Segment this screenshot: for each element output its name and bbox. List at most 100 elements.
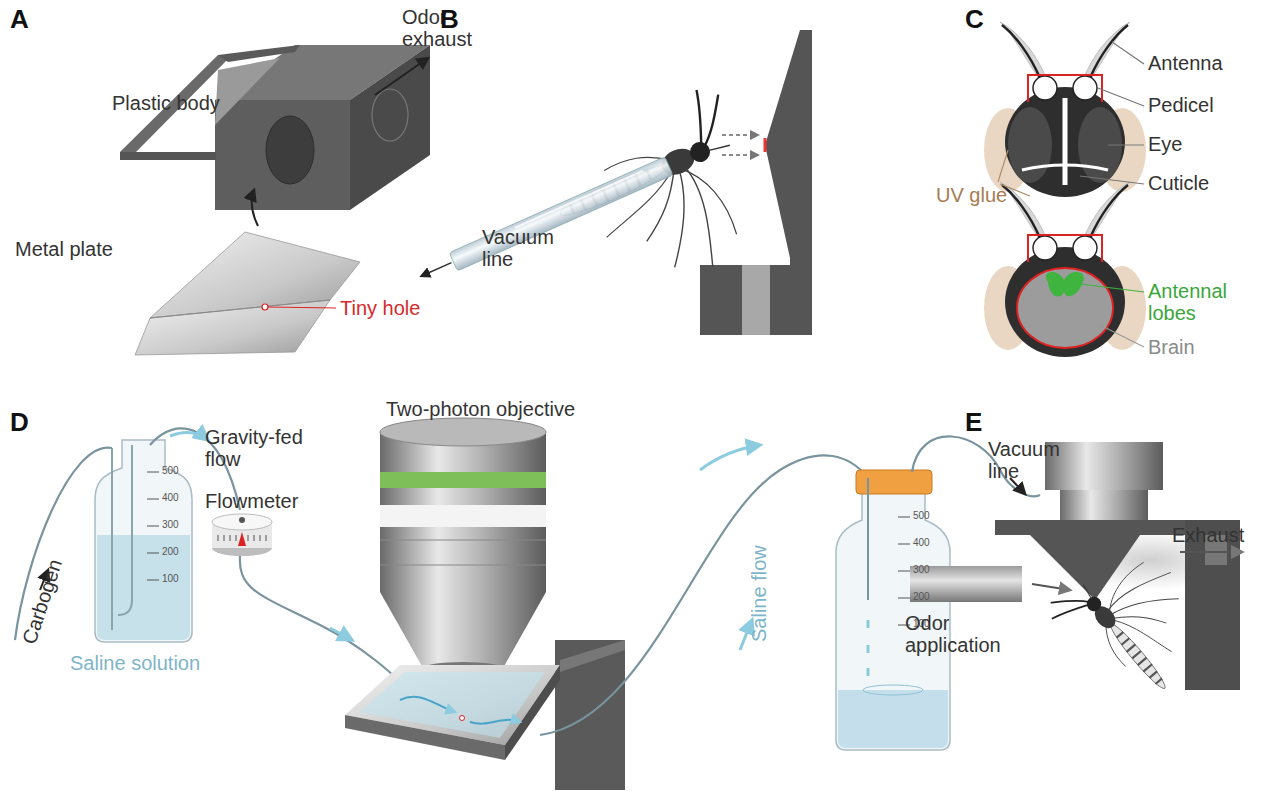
recording-chamber-part xyxy=(470,720,520,724)
part-label: Tiny hole xyxy=(340,297,420,319)
mosquito-with-tube-part xyxy=(421,263,451,276)
mosquito-with-tube-part xyxy=(449,157,673,271)
head-top-view-part xyxy=(1028,75,1102,102)
leader-lines-part xyxy=(1098,88,1144,106)
mount-profile-part xyxy=(764,138,767,152)
part-label: Antennal lobes xyxy=(1148,280,1238,325)
part-label: Brain xyxy=(1148,336,1195,358)
head-opened-view-part xyxy=(1090,185,1128,238)
metal-plate-part xyxy=(268,307,336,308)
leader-lines-part xyxy=(998,150,1008,182)
holder-body-part xyxy=(350,45,430,210)
head-top-view-part xyxy=(1022,165,1108,170)
part-label: Vacuum line xyxy=(988,438,1060,483)
imaging-setup-side-part xyxy=(1030,535,1140,600)
waste-bottle xyxy=(700,436,1040,750)
waste-bottle-part xyxy=(898,517,910,625)
scale-mark: 400 xyxy=(162,492,179,503)
part-label: Antenna xyxy=(1148,52,1223,74)
scale-mark: 400 xyxy=(913,537,930,548)
mosquito-with-tube xyxy=(398,83,782,377)
part-label: Cuticle xyxy=(1148,172,1209,194)
scale-mark: 200 xyxy=(913,591,930,602)
mount-profile-part xyxy=(742,265,770,335)
leader-lines-part xyxy=(1080,176,1144,184)
metal-plate-part xyxy=(135,300,330,355)
head-opened-view-part xyxy=(1073,236,1097,260)
holder-body-part xyxy=(215,100,350,210)
part-label: Odor application xyxy=(905,612,1017,657)
imaging-setup-side-part xyxy=(1180,551,1242,553)
imaging-setup-side-part xyxy=(1045,442,1163,490)
metal-plate-part xyxy=(262,304,268,310)
waste-bottle-part xyxy=(867,478,869,600)
panel-letter: A xyxy=(10,5,29,34)
leader-lines-part xyxy=(1108,144,1144,145)
head-top-view-part xyxy=(1090,25,1128,78)
part-label: Metal plate xyxy=(15,238,113,260)
holder-body-part xyxy=(375,58,428,95)
recording-chamber-part xyxy=(360,672,545,738)
saline-reservoir-part xyxy=(97,535,190,640)
saline-reservoir-part xyxy=(118,445,132,615)
head-top-view-part xyxy=(1008,107,1052,183)
metal-plate xyxy=(135,190,360,355)
two-photon-objective-part xyxy=(380,505,546,527)
waste-bottle-part xyxy=(700,445,760,470)
two-photon-objective-part xyxy=(380,592,546,668)
head-opened-view-part xyxy=(1017,268,1113,348)
holder-body-part xyxy=(120,152,216,160)
head-opened-view-part xyxy=(1033,236,1057,260)
holder-body-part xyxy=(215,58,280,125)
mount-profile-part xyxy=(700,30,812,335)
panel-letter: D xyxy=(10,408,29,437)
flowmeter-part xyxy=(330,628,352,640)
approach-arrows-part xyxy=(722,134,758,136)
head-opened-view-part xyxy=(1046,272,1084,297)
metal-plate-part xyxy=(252,190,258,226)
imaging-setup-side-part xyxy=(1060,490,1148,520)
two-photon-objective xyxy=(380,418,546,674)
recording-chamber xyxy=(345,455,868,790)
two-photon-objective-part xyxy=(380,432,546,592)
scale-mark: 500 xyxy=(162,465,179,476)
head-opened-view-part xyxy=(1005,247,1125,357)
part-label: Gravity-fed flow xyxy=(205,426,317,471)
leader-lines-part xyxy=(1080,284,1144,292)
saline-reservoir-part xyxy=(111,448,113,630)
imaging-setup-side-part xyxy=(1043,531,1225,715)
holder-body-part xyxy=(372,89,408,141)
imaging-setup-side xyxy=(910,442,1242,715)
flowmeter-part xyxy=(238,532,246,546)
metal-plate-part xyxy=(150,232,360,318)
part-label: Vacuum line xyxy=(482,226,554,271)
holder-body-part xyxy=(266,116,314,184)
part-label: Flowmeter xyxy=(205,490,298,512)
saline-reservoir-part xyxy=(170,433,208,440)
part-label: Saline flow xyxy=(748,545,770,642)
holder-body xyxy=(120,45,430,210)
recording-chamber-part xyxy=(540,455,868,735)
head-top-view-part xyxy=(1073,76,1097,100)
scale-mark: 500 xyxy=(913,510,930,521)
part-label: Two-photon objective xyxy=(386,398,575,420)
leader-lines xyxy=(998,42,1144,347)
imaging-setup-side-part-part xyxy=(1043,531,1225,715)
waste-bottle-part xyxy=(863,685,923,695)
metal-plate-part xyxy=(150,300,330,318)
panel-letter: B xyxy=(440,5,459,34)
part-label: Saline solution xyxy=(70,652,200,674)
scale-mark: 200 xyxy=(162,546,179,557)
scale-mark: 300 xyxy=(162,519,179,530)
head-top-view-part xyxy=(1063,98,1068,185)
head-opened-view xyxy=(984,182,1146,357)
waste-bottle-part xyxy=(838,690,948,748)
part-label: Plastic body xyxy=(112,92,220,114)
waste-bottle-part xyxy=(867,620,870,676)
head-top-view-part xyxy=(1002,25,1040,78)
holder-body-part xyxy=(218,45,300,62)
scale-mark: 100 xyxy=(162,573,179,584)
part-label: Exhaust xyxy=(1172,524,1244,546)
head-top-view-part xyxy=(1000,22,1046,80)
panel-letter: E xyxy=(965,408,982,437)
